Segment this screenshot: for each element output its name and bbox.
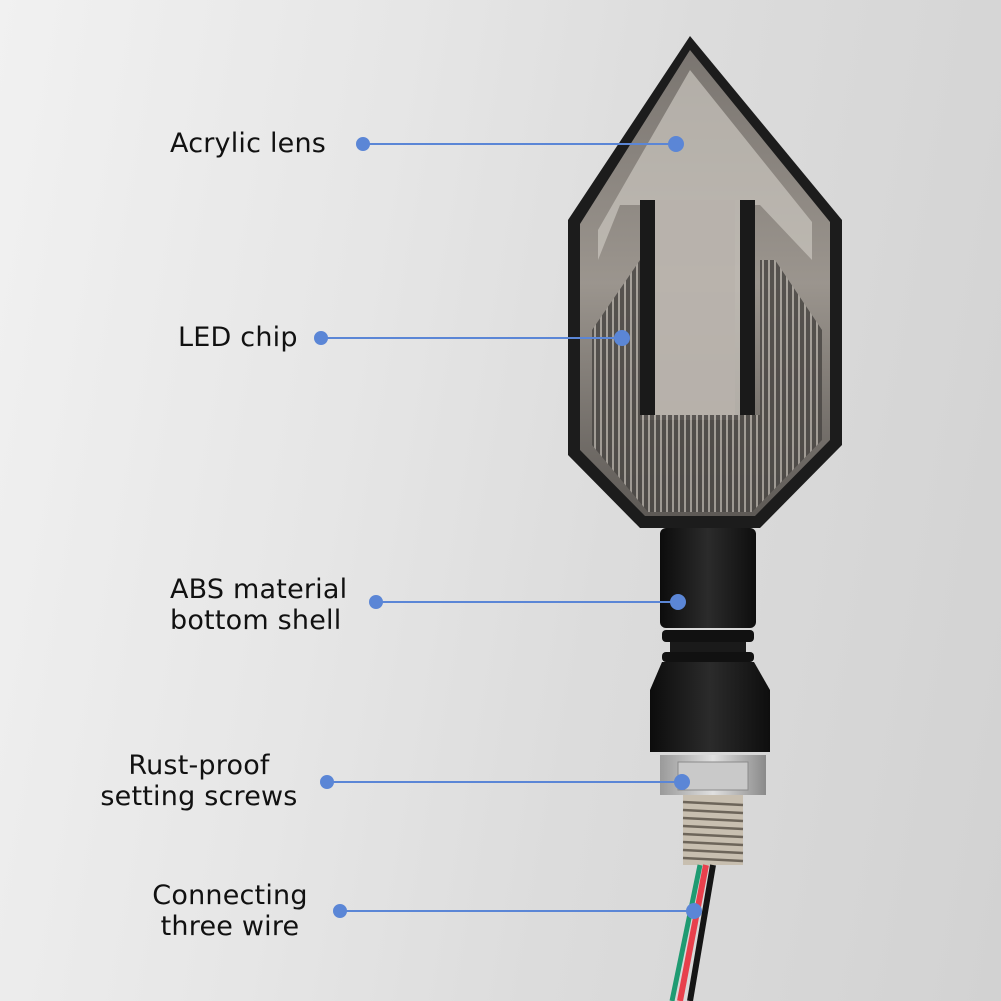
led-chip-label: LED chip [178, 322, 298, 353]
abs-shell-label: ABS material bottom shell [170, 574, 347, 636]
acrylic-lens-start-dot [356, 137, 370, 151]
label-line: bottom shell [170, 605, 342, 636]
wire-start-dot [333, 904, 347, 918]
led-chip-end-dot [614, 330, 630, 346]
label-line: LED chip [178, 322, 298, 353]
wire-label: Connecting three wire [140, 880, 320, 942]
wire-end-dot [686, 903, 702, 919]
screws-end-dot [674, 774, 690, 790]
label-line: Rust-proof [128, 750, 270, 781]
acrylic-lens-label: Acrylic lens [170, 128, 326, 159]
abs-shell-end-dot [670, 594, 686, 610]
acrylic-lens-end-dot [668, 136, 684, 152]
screws-label: Rust-proof setting screws [88, 750, 310, 812]
label-line: Acrylic lens [170, 128, 327, 159]
label-line: ABS material [170, 574, 348, 605]
label-line: Connecting [152, 880, 308, 911]
label-line: three wire [160, 911, 300, 942]
screws-start-dot [320, 775, 334, 789]
label-line: setting screws [100, 781, 298, 812]
led-chip-start-dot [314, 331, 328, 345]
abs-shell-start-dot [369, 595, 383, 609]
